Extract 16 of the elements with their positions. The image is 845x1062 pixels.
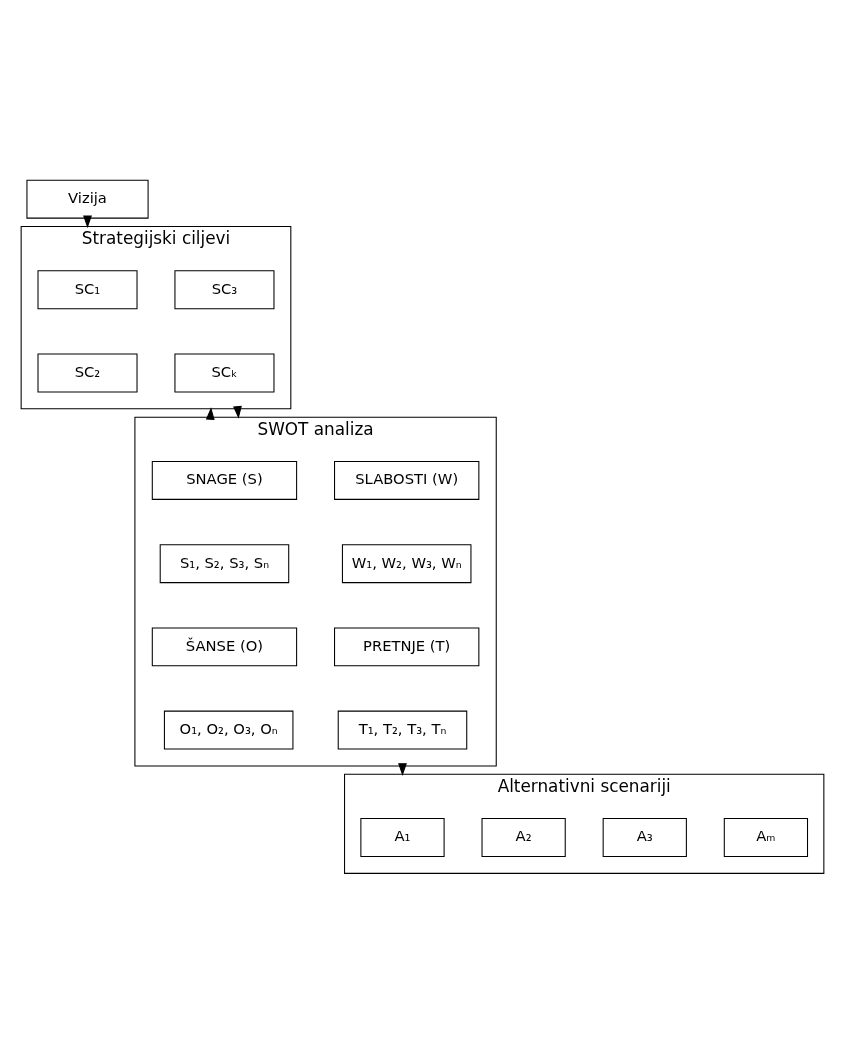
node-box: ŠANSE (O)	[151, 627, 298, 667]
node-box: W₁, W₂, W₃, Wₙ	[341, 544, 472, 584]
node-box: A₁	[360, 818, 445, 858]
node-box: SC₂	[37, 353, 138, 393]
node-box: A₂	[481, 818, 566, 858]
node-box: O₁, O₂, O₃, Oₙ	[163, 710, 294, 750]
node-box: PRETNJE (T)	[334, 627, 480, 667]
node-box: SLABOSTI (W)	[334, 460, 480, 500]
node-box: T₁, T₂, T₃, Tₙ	[337, 710, 468, 750]
node-box: SNAGE (S)	[151, 460, 298, 500]
node-box: SCₖ	[174, 353, 275, 393]
node-box: Aₘ	[723, 818, 809, 858]
node-box: SC₃	[174, 270, 275, 310]
node-box: A₃	[602, 818, 687, 858]
node-box: S₁, S₂, S₃, Sₙ	[159, 544, 290, 584]
node-box: SC₁	[37, 270, 138, 310]
